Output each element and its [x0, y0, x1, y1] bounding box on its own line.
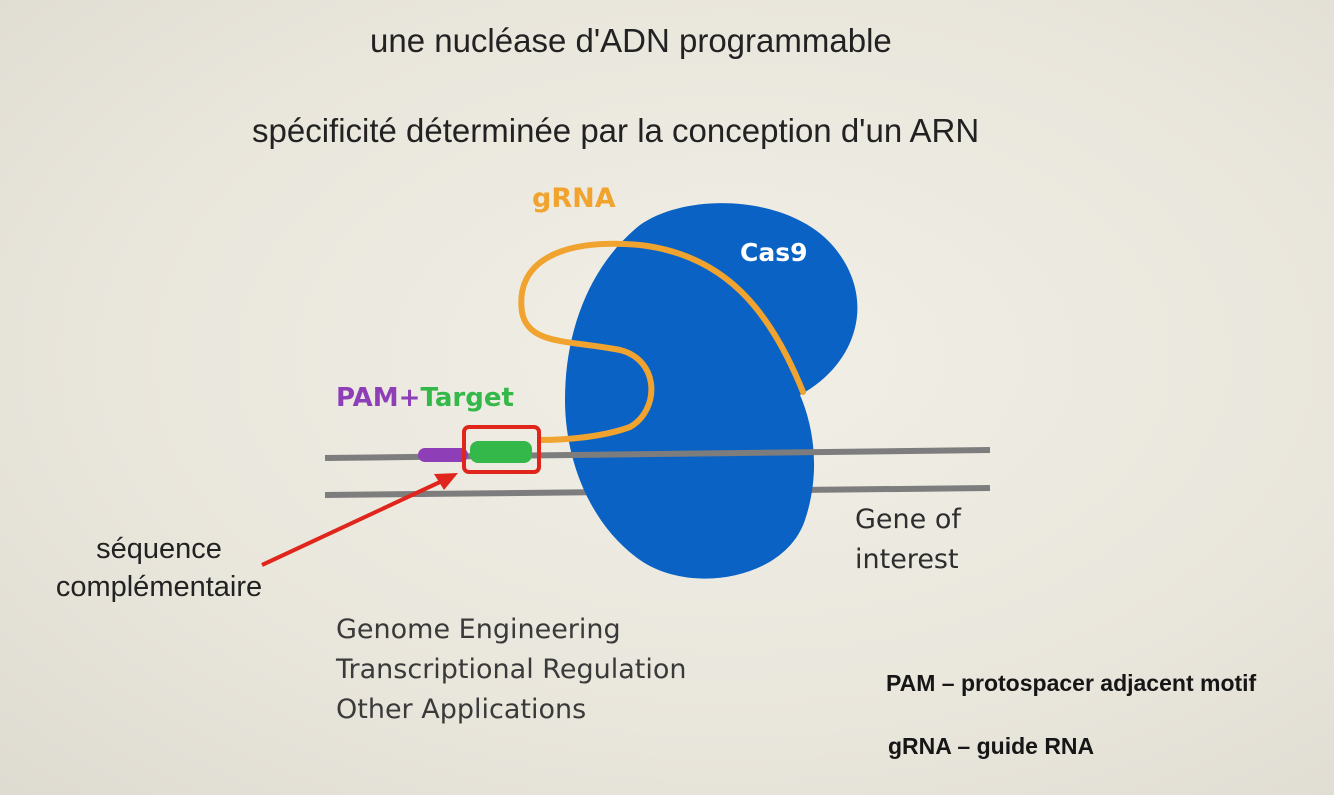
pam-target-label: PAM+Target: [336, 383, 514, 413]
pam-definition: PAM – protospacer adjacent motif: [886, 670, 1257, 696]
grna-strand: [518, 240, 806, 443]
gene-label-line2: interest: [855, 544, 959, 575]
complementary-sequence-label: séquence complémentaire: [34, 530, 284, 606]
application-item: Genome Engineering: [336, 614, 621, 645]
plus-label: +: [398, 383, 421, 413]
grna-label: gRNA: [532, 183, 616, 214]
complementary-arrow: [261, 480, 441, 567]
application-item: Other Applications: [336, 694, 587, 725]
complementary-line2: complémentaire: [55, 571, 263, 603]
target-label: Target: [420, 383, 514, 413]
grna-definition: gRNA – guide RNA: [888, 733, 1095, 759]
arrow-head-icon: [434, 473, 458, 490]
applications-list: Genome Engineering Transcriptional Regul…: [336, 610, 686, 730]
pam-segment: [418, 448, 468, 462]
complementary-line1: séquence: [96, 533, 222, 565]
slide-title: une nucléase d'ADN programmable: [370, 22, 892, 59]
application-item: Transcriptional Regulation: [336, 654, 687, 685]
gene-of-interest-label: Gene of interest: [855, 500, 961, 580]
gene-label-line1: Gene of: [855, 504, 961, 535]
pam-label: PAM: [336, 383, 399, 413]
target-highlight-box: [462, 425, 541, 474]
target-segment: [470, 441, 532, 463]
cas9-label: Cas9: [740, 238, 808, 267]
slide-subtitle: spécificité déterminée par la conception…: [252, 112, 980, 149]
cas9-protein: [565, 203, 858, 579]
